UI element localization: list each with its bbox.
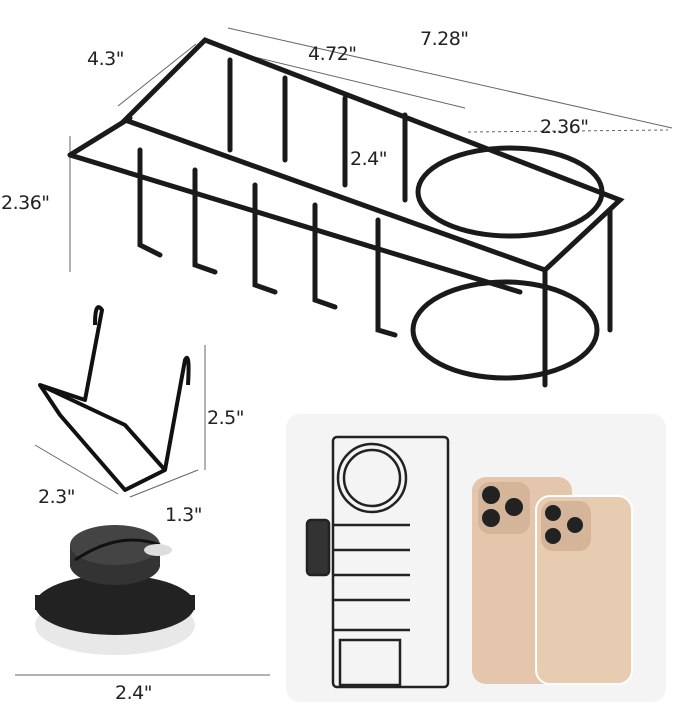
dimension-lines	[15, 27, 673, 676]
label-suction-diameter: 2.4"	[115, 682, 152, 704]
basket-wires	[137, 57, 408, 338]
label-top-inner-length: 4.72"	[308, 43, 357, 65]
label-hook-height: 2.5"	[207, 407, 244, 429]
caddy-side-view	[305, 435, 450, 689]
suction-cup	[35, 525, 195, 655]
label-basket-depth: 2.4"	[350, 148, 387, 170]
cup-holder-ring-bottom	[410, 279, 600, 381]
label-cup-width: 2.36"	[540, 116, 589, 138]
sink-caddy-basket	[67, 37, 625, 388]
cup-holder-ring-top	[415, 145, 605, 239]
phone-front	[535, 495, 633, 685]
logo-badge	[144, 544, 172, 556]
label-top-depth: 4.3"	[87, 48, 124, 70]
label-top-total-length: 7.28"	[420, 28, 469, 50]
label-hook-width: 2.3"	[38, 486, 75, 508]
label-height: 2.36"	[1, 192, 50, 214]
label-hook-depth: 1.3"	[165, 504, 202, 526]
hook-bracket	[38, 305, 191, 492]
